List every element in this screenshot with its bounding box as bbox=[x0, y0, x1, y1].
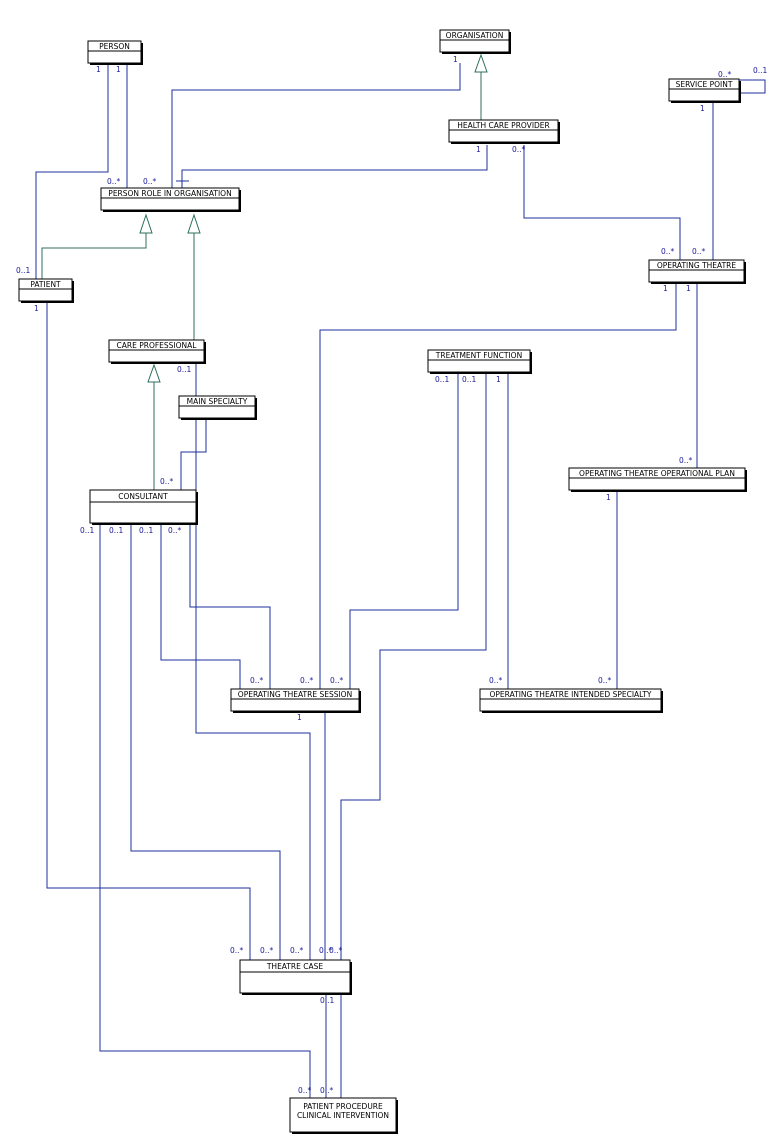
assoc-consultant-case bbox=[130, 524, 281, 960]
mult-label: 0..* bbox=[330, 676, 344, 685]
mult-label: 0..* bbox=[143, 177, 157, 186]
class-person: PERSON bbox=[87, 40, 143, 65]
mult-label: 0..1 bbox=[139, 526, 154, 535]
mult-label: 0..* bbox=[298, 1086, 312, 1095]
class-main-specialty-name: MAIN SPECIALTY bbox=[187, 397, 248, 406]
mult-label: 0..1 bbox=[16, 266, 31, 275]
class-theatre-case-name: THEATRE CASE bbox=[266, 962, 324, 971]
class-op-plan-name: OPERATING THEATRE OPERATIONAL PLAN bbox=[579, 469, 735, 478]
assoc-carepro-case bbox=[195, 364, 311, 960]
mult-label: 0..* bbox=[489, 676, 503, 685]
mult-label: 1 bbox=[453, 55, 458, 64]
gen-arrow-organisation bbox=[474, 53, 488, 73]
class-consultant-name: CONSULTANT bbox=[118, 492, 168, 501]
mult-label: 0..1 bbox=[435, 375, 450, 384]
mult-label: 0..* bbox=[168, 526, 182, 535]
mult-label: 0..* bbox=[329, 946, 343, 955]
gen-arrow-role-left bbox=[139, 213, 153, 234]
class-operating-theatre-session: OPERATING THEATRE SESSION bbox=[230, 688, 361, 713]
mult-label: 0..* bbox=[319, 946, 333, 955]
mult-label: 0..* bbox=[598, 676, 612, 685]
assoc-consultant-procedure bbox=[99, 524, 311, 1098]
assoc-patient-case bbox=[46, 303, 251, 960]
class-organisation: ORGANISATION bbox=[439, 29, 511, 54]
mult-label: 0..* bbox=[250, 676, 264, 685]
mult-label: 0..* bbox=[718, 70, 732, 79]
class-health-care-provider: HEALTH CARE PROVIDER bbox=[448, 119, 560, 144]
mult-label: 0..* bbox=[320, 1086, 334, 1095]
mult-label: 1 bbox=[496, 375, 501, 384]
mult-label: 1 bbox=[116, 65, 121, 74]
class-service-point: SERVICE POINT bbox=[668, 78, 741, 103]
class-care-professional-name: CARE PROFESSIONAL bbox=[117, 341, 198, 350]
mult-label: 0..* bbox=[260, 946, 274, 955]
class-health-care-provider-name: HEALTH CARE PROVIDER bbox=[457, 121, 550, 130]
assoc-person-patient bbox=[35, 63, 109, 279]
mult-label: 0..* bbox=[290, 946, 304, 955]
mult-label: 0..1 bbox=[177, 365, 192, 374]
class-person-name: PERSON bbox=[99, 42, 130, 51]
class-operating-theatre: OPERATING THEATRE bbox=[648, 259, 746, 284]
mult-label: 0..1 bbox=[80, 526, 95, 535]
mult-label: 1 bbox=[96, 65, 101, 74]
mult-label: 0..* bbox=[300, 676, 314, 685]
mult-label: 1 bbox=[34, 304, 39, 313]
mult-label: 1 bbox=[700, 104, 705, 113]
generalisation-lines bbox=[41, 53, 488, 490]
assoc-consultant-session-a bbox=[160, 524, 241, 689]
mult-label: 0..1 bbox=[320, 996, 335, 1005]
assoc-mainspec-consultant bbox=[180, 418, 207, 490]
association-lines bbox=[35, 63, 766, 1098]
class-operating-theatre-intended-specialty: OPERATING THEATRE INTENDED SPECIALTY bbox=[479, 688, 663, 713]
mult-label: 1 bbox=[606, 493, 611, 502]
mult-label: 0..* bbox=[160, 477, 174, 486]
class-op-intended-specialty-name: OPERATING THEATRE INTENDED SPECIALTY bbox=[490, 690, 652, 699]
gen-arrow-role-right bbox=[187, 213, 201, 234]
class-operating-theatre-operational-plan: OPERATING THEATRE OPERATIONAL PLAN bbox=[568, 467, 747, 492]
class-main-specialty: MAIN SPECIALTY bbox=[178, 395, 257, 420]
class-operating-theatre-name: OPERATING THEATRE bbox=[657, 261, 737, 270]
class-person-role-name: PERSON ROLE IN ORGANISATION bbox=[108, 189, 231, 198]
assoc-theatre-session bbox=[319, 283, 677, 689]
mult-label: 0..1 bbox=[462, 375, 477, 384]
class-organisation-name: ORGANISATION bbox=[446, 31, 504, 40]
assoc-consultant-session-b bbox=[189, 524, 271, 689]
class-care-professional: CARE PROFESSIONAL bbox=[108, 339, 206, 364]
class-treatment-function-name: TREATMENT FUNCTION bbox=[435, 351, 522, 360]
mult-label: 0..1 bbox=[109, 526, 124, 535]
class-person-role-in-organisation: PERSON ROLE IN ORGANISATION bbox=[100, 187, 241, 212]
assoc-hcp-role bbox=[181, 145, 488, 188]
assoc-hcp-theatre bbox=[523, 145, 681, 260]
assoc-tf-session bbox=[349, 374, 459, 689]
mult-label: 0..* bbox=[512, 145, 526, 154]
mult-label: 1 bbox=[297, 713, 302, 722]
class-treatment-function: TREATMENT FUNCTION bbox=[427, 349, 532, 374]
assoc-servicepoint-self bbox=[735, 79, 766, 94]
mult-label: 0..* bbox=[661, 247, 675, 256]
mult-label: 1 bbox=[686, 284, 691, 293]
class-service-point-name: SERVICE POINT bbox=[676, 80, 733, 89]
mult-label: 0..* bbox=[107, 177, 121, 186]
mult-label: 0..* bbox=[679, 456, 693, 465]
mult-label: 0..* bbox=[692, 247, 706, 256]
class-patient-procedure-clinical-intervention: PATIENT PROCEDURE CLINICAL INTERVENTION bbox=[289, 1097, 398, 1134]
class-op-session-name: OPERATING THEATRE SESSION bbox=[238, 690, 352, 699]
mult-label: 1 bbox=[663, 284, 668, 293]
mult-label: 1 bbox=[476, 145, 481, 154]
assoc-organisation-role bbox=[171, 63, 461, 188]
assoc-tf-procedure bbox=[340, 374, 487, 1098]
multiplicity-labels: 1 1 1 0..* 0..1 1 1 0..* 0..* 0..* 0..* … bbox=[16, 55, 768, 1095]
gen-patient-role bbox=[41, 233, 147, 279]
class-theatre-case: THEATRE CASE bbox=[239, 959, 352, 995]
mult-label: 0..1 bbox=[753, 66, 768, 75]
class-patient-procedure-name-line2: CLINICAL INTERVENTION bbox=[297, 1111, 389, 1120]
class-patient: PATIENT bbox=[18, 278, 74, 303]
class-consultant: CONSULTANT bbox=[89, 489, 198, 525]
class-patient-name: PATIENT bbox=[30, 280, 61, 289]
mult-label: 0..* bbox=[230, 946, 244, 955]
gen-arrow-carepro bbox=[147, 363, 161, 383]
class-patient-procedure-name-line1: PATIENT PROCEDURE bbox=[303, 1102, 383, 1111]
